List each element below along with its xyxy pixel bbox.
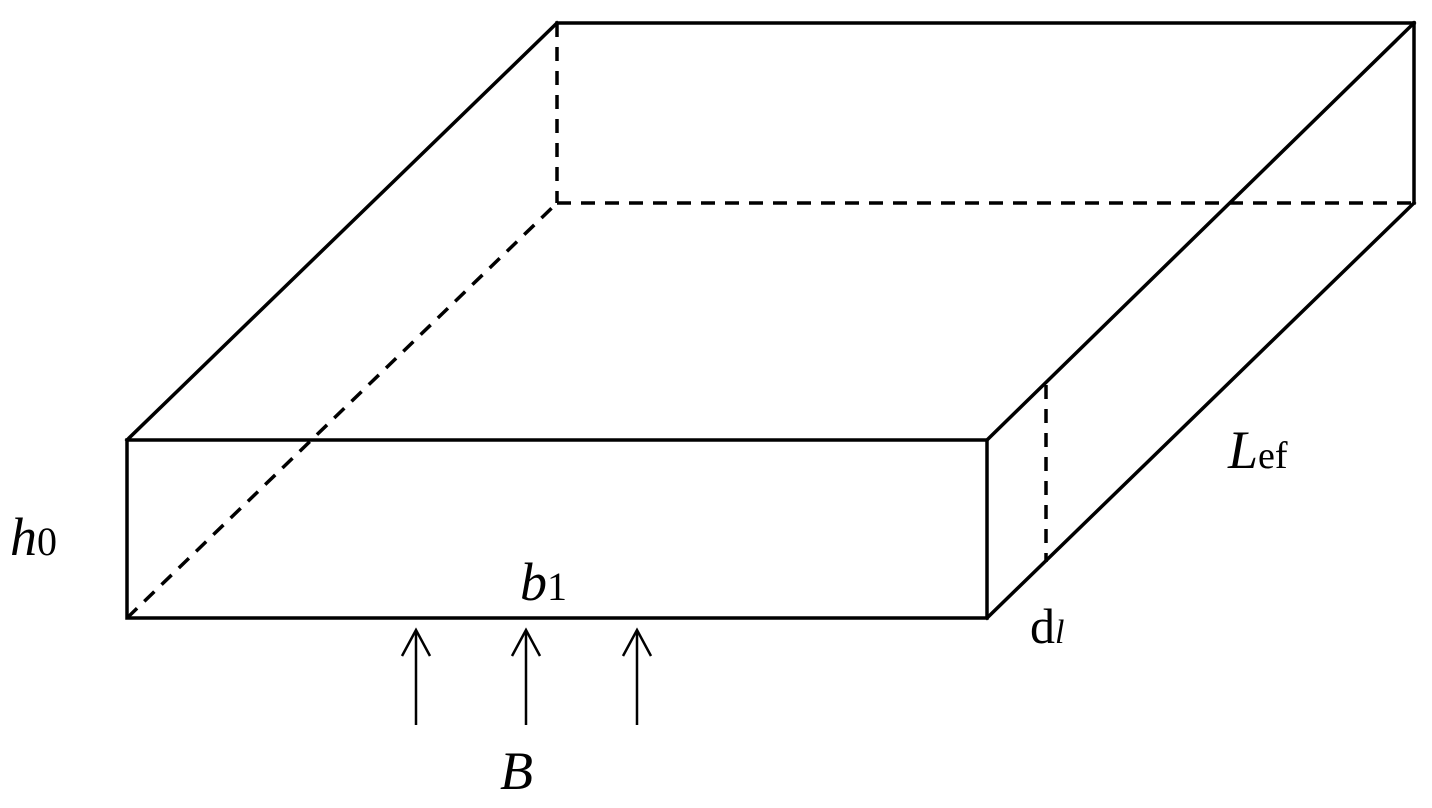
top-left-edge <box>124 20 560 443</box>
field-arrow <box>400 627 432 725</box>
element-length-label: dl <box>1030 598 1064 654</box>
length-label: Lef <box>1227 420 1288 480</box>
hidden-edges <box>125 23 1414 620</box>
width-label: b1 <box>520 552 567 612</box>
visible-edges <box>124 20 1417 621</box>
field-arrow <box>621 627 653 725</box>
bottom-right-edge <box>984 200 1417 621</box>
front-face <box>125 438 989 620</box>
field-arrow <box>510 627 542 725</box>
field-arrows <box>400 627 653 725</box>
top-right-edge <box>984 20 1417 443</box>
left-bottom-hidden-edge <box>125 201 559 620</box>
field-label: B <box>500 741 533 801</box>
height-label: h0 <box>10 507 57 567</box>
